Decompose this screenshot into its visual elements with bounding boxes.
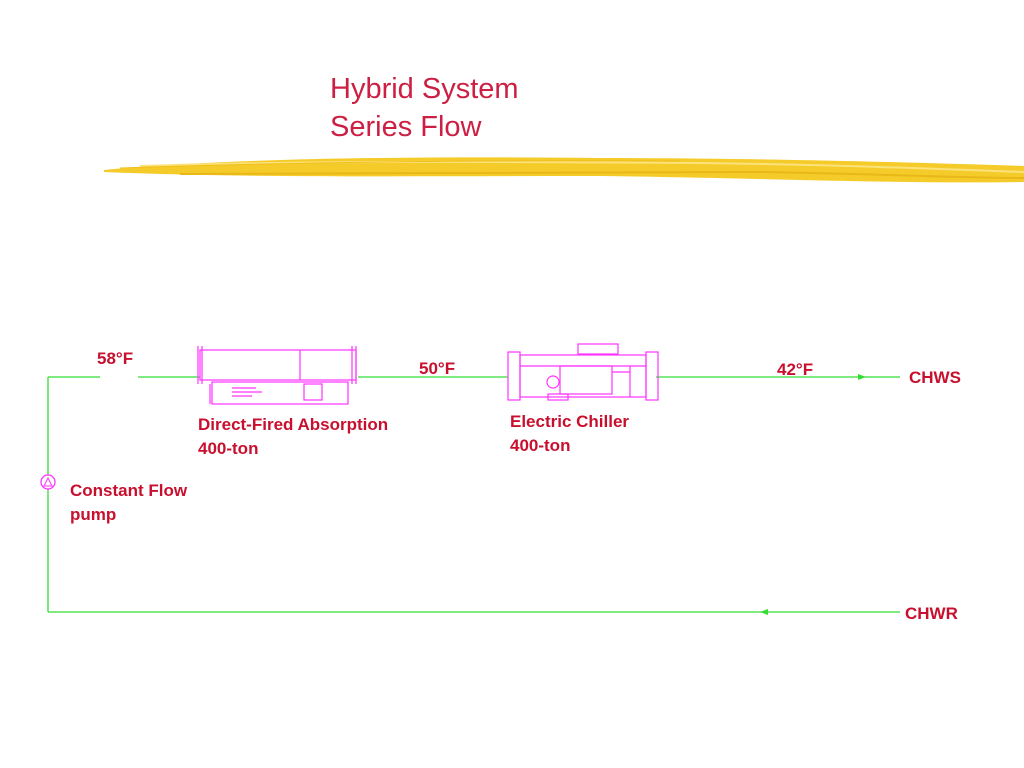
- title-line-1: Hybrid System: [330, 73, 519, 105]
- supply-temp-label: 42°F: [777, 360, 813, 379]
- pump-label-line-2: pump: [70, 505, 116, 524]
- inlet-temp-label: 58°F: [97, 349, 133, 368]
- absorber-name-label: Direct-Fired Absorption: [198, 415, 388, 434]
- supply-flow-arrow: [858, 374, 866, 380]
- title-line-2: Series Flow: [330, 111, 482, 143]
- chiller-name-label: Electric Chiller: [510, 412, 629, 431]
- brush-stroke-divider: [104, 157, 1024, 183]
- chiller-capacity-label: 400-ton: [510, 436, 570, 455]
- chwr-label: CHWR: [905, 604, 958, 623]
- absorption-chiller-icon: [197, 346, 357, 405]
- pump-label-line-1: Constant Flow: [70, 481, 188, 500]
- chws-label: CHWS: [909, 368, 961, 387]
- pump-icon: [40, 474, 56, 490]
- between-temp-label: 50°F: [419, 359, 455, 378]
- return-flow-arrow: [760, 609, 768, 615]
- slide-title: Hybrid System Series Flow: [330, 70, 519, 146]
- absorber-capacity-label: 400-ton: [198, 439, 258, 458]
- electric-chiller-icon: [507, 343, 659, 401]
